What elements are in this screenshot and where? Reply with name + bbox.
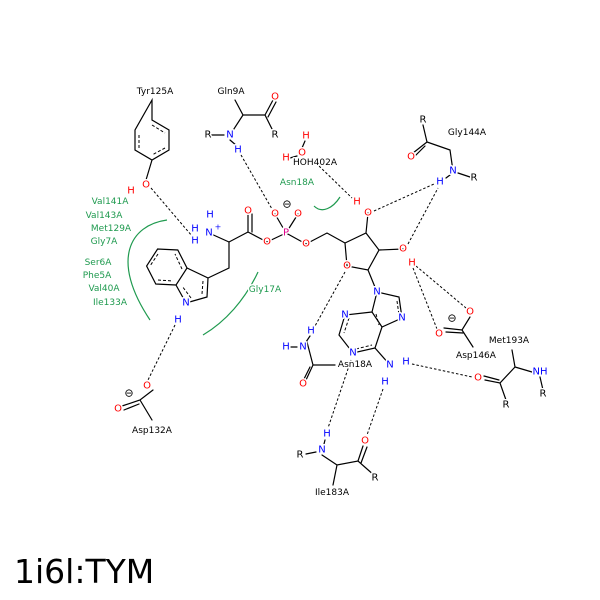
atom-label: R	[503, 400, 510, 411]
atom-label: N	[398, 313, 405, 324]
atom-label: H	[402, 357, 410, 368]
atom-label: H	[282, 342, 290, 353]
hydrophobic-arc-asn18	[313, 196, 341, 211]
residue-label-asp132: Asp132A	[132, 426, 173, 436]
residue-labels: Tyr125A Gln9A HOH402A Gly144A Asp146A Me…	[131, 86, 532, 500]
atom-label: N	[299, 342, 306, 353]
atom-label: O	[143, 381, 151, 392]
hydrophobic-label: Val143A	[86, 211, 124, 221]
hydrogen-bonds	[147, 154, 473, 436]
hydrophobic-label: Val40A	[88, 284, 120, 294]
hydrophobic-label: Ser6A	[85, 258, 113, 268]
atom-label: R	[272, 130, 279, 141]
atom-label: NH	[533, 367, 548, 378]
atom-label: H	[206, 210, 214, 221]
hydrophobic-labels: Val141A Val143A Met129A Gly7A Ser6A Phe5…	[81, 177, 316, 310]
charge-minus: ⊖	[124, 387, 133, 400]
atom-label: O	[271, 92, 279, 103]
atom-label: H	[191, 236, 199, 247]
residue-label-hoh402: HOH402A	[293, 158, 338, 168]
atom-label: H	[174, 315, 182, 326]
atom-label: O	[435, 329, 443, 340]
atom-label: O	[142, 180, 150, 191]
atom-label: H	[436, 177, 444, 188]
residue-label-asn18: Asn18A	[338, 360, 373, 370]
atom-label: H	[408, 258, 416, 269]
hydrophobic-label: Phe5A	[83, 271, 112, 281]
atom-label: H	[191, 224, 199, 235]
atom-label: N	[373, 287, 380, 298]
atom-label: H	[127, 186, 135, 197]
atom-label: H	[307, 326, 315, 337]
atom-label: N	[386, 360, 393, 371]
atom-label: R	[471, 173, 478, 184]
ligand-bonds	[145, 211, 404, 366]
residue-label-ile183: Ile183A	[315, 488, 350, 498]
atom-label: R	[372, 473, 379, 484]
residue-label-gly144: Gly144A	[448, 128, 487, 138]
charge-minus: ⊖	[282, 198, 291, 211]
atom-label: H	[234, 145, 242, 156]
hydrophobic-label-asn18: Asn18A	[280, 178, 315, 188]
residue-label-asp146: Asp146A	[456, 351, 497, 361]
atom-label: H	[302, 131, 310, 142]
diagram-title: 1i6l:TYM	[14, 552, 155, 591]
charge-minus: ⊖	[447, 312, 456, 325]
hydrophobic-arc-left	[127, 219, 168, 321]
atom-label: R	[297, 450, 304, 461]
atom-label: O	[343, 261, 351, 272]
residue-label-met193: Met193A	[489, 336, 530, 346]
atom-label: O	[474, 373, 482, 384]
residue-label-gln9: Gln9A	[217, 87, 245, 97]
hydrophobic-label: Gly7A	[91, 237, 119, 247]
atom-label: P	[283, 228, 289, 239]
atom-label: O	[364, 208, 372, 219]
hydrophobic-label: Met129A	[91, 224, 132, 234]
atom-label: R	[540, 389, 547, 400]
residue-bonds	[121, 97, 544, 486]
atom-label: H	[353, 197, 361, 208]
atom-label: N	[449, 166, 456, 177]
hydrophobic-label: Val141A	[92, 197, 130, 207]
hydrophobic-label: Ile133A	[93, 298, 128, 308]
residue-label-tyr125: Tyr125A	[136, 87, 174, 97]
hydrophobic-contacts	[127, 196, 341, 336]
charge-plus: +	[215, 223, 222, 232]
atom-label: O	[244, 206, 252, 217]
atom-label: N	[341, 310, 348, 321]
atom-label: O	[298, 148, 306, 159]
atom-label: O	[361, 436, 369, 447]
atom-label: N	[349, 348, 356, 359]
atom-label: N	[226, 130, 233, 141]
hydrophobic-label-gly17: Gly17A	[249, 285, 282, 295]
atom-label: O	[299, 379, 307, 390]
atom-label: O	[114, 404, 122, 415]
atom-label: O	[399, 244, 407, 255]
atom-label: O	[263, 237, 271, 248]
atom-label: N	[205, 228, 212, 239]
atom-label: R	[420, 115, 427, 126]
atom-labels: O H R N H O R N H H H + O O P O O ⊖ O N …	[113, 90, 549, 485]
hydrophobic-arc-gly17	[202, 271, 259, 336]
atom-label: O	[407, 152, 415, 163]
atom-label: O	[294, 209, 302, 220]
atom-label: O	[271, 209, 279, 220]
atom-label: O	[302, 239, 310, 250]
atom-label: H	[323, 429, 331, 440]
atom-label: H	[282, 153, 290, 164]
atom-label: N	[318, 445, 325, 456]
atom-label: O	[466, 307, 474, 318]
atom-label: H	[381, 377, 389, 388]
atom-label: N	[182, 298, 189, 309]
atom-label: R	[205, 130, 212, 141]
